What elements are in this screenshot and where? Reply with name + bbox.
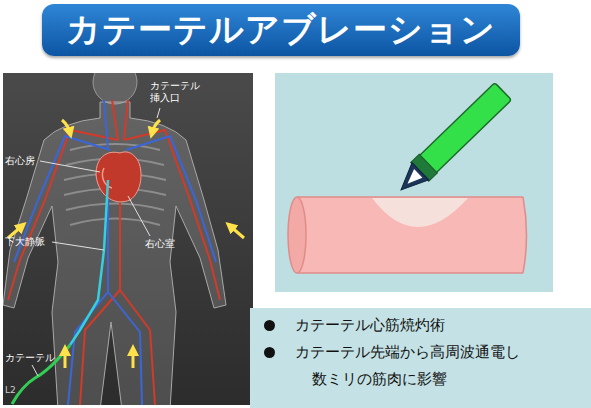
muscle-tube — [288, 197, 527, 273]
leader-line — [32, 108, 160, 376]
title-text: カテーテルアブレーション — [66, 7, 496, 53]
human-figure — [3, 73, 226, 405]
part-label: カテーテル — [5, 352, 61, 364]
bullet-text: カテーテル先端から高周波通電し 数ミリの筋肉に影響 — [250, 339, 583, 393]
text-panel: カテーテル心筋焼灼術カテーテル先端から高周波通電し 数ミリの筋肉に影響 — [250, 308, 591, 408]
slide-mark: L2 — [5, 384, 25, 396]
part-label: 右心房 — [5, 155, 45, 167]
bullet-text: カテーテル心筋焼灼術 — [250, 312, 583, 339]
part-label: カテーテル 挿入口 — [150, 80, 204, 104]
part-label: 右心室 — [145, 238, 185, 250]
ablation-panel — [275, 73, 553, 292]
catheter-tip — [392, 82, 512, 199]
title-banner: カテーテルアブレーション — [42, 4, 520, 56]
part-label: 下大静脈 — [5, 236, 55, 248]
